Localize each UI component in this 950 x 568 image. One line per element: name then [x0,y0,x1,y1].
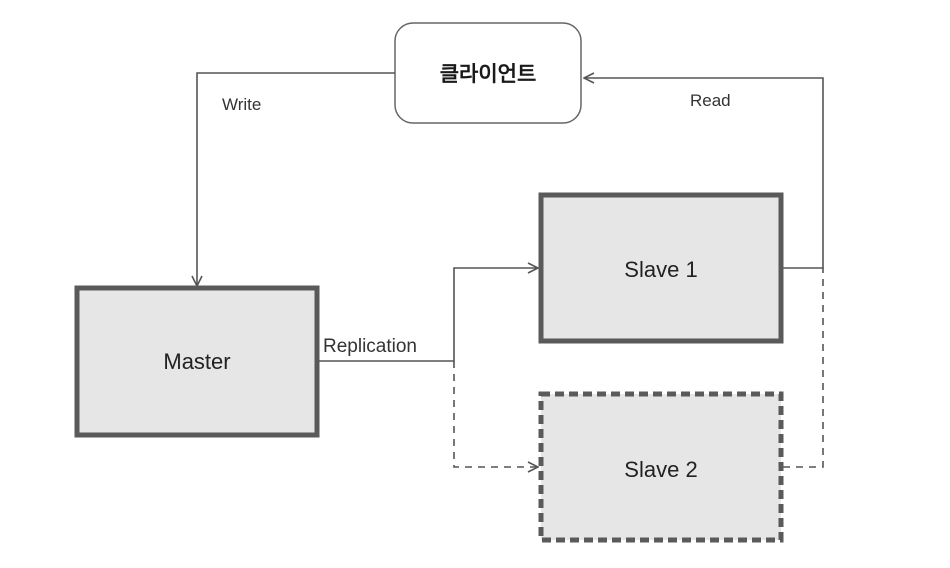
replication-arrow-slave2-dashed [453,361,538,467]
read-label: Read [690,91,731,110]
slave1-label: Slave 1 [624,257,697,282]
replication-label: Replication [323,336,417,357]
master-label: Master [163,349,230,374]
slave1-node [538,192,784,344]
slave2-node [538,391,784,543]
slave2-label: Slave 2 [624,457,697,482]
write-arrow [197,72,395,286]
client-label: 클라이언트 [440,62,537,86]
read-arrow-slave2-dashed [783,268,824,468]
read-arrow [584,78,824,269]
write-label: Write [222,95,261,114]
master-node [74,285,320,438]
replication-arrow-slave1 [319,268,538,362]
